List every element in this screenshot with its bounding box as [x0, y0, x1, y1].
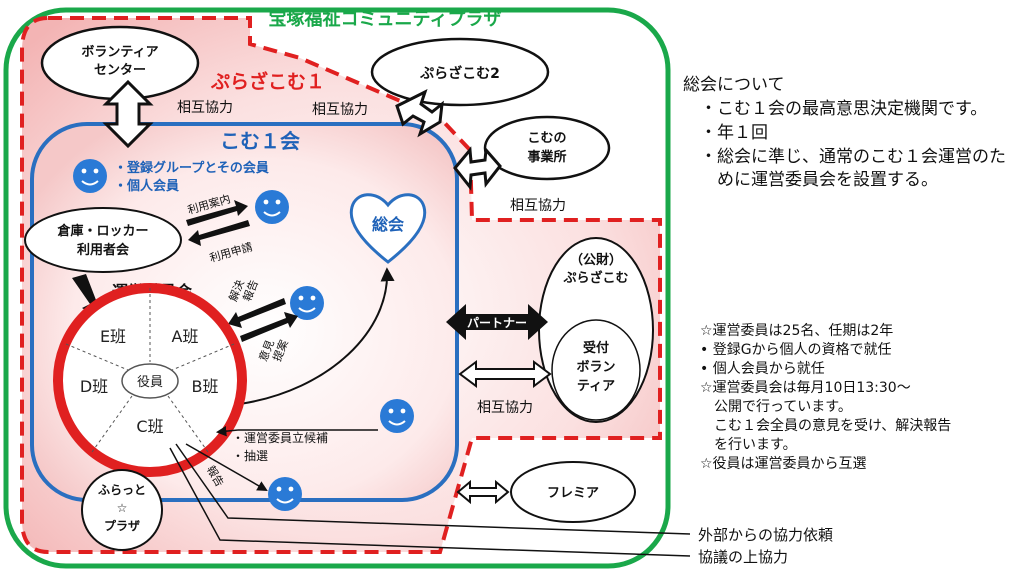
smiley-icon-resolution	[290, 286, 324, 320]
team-dividers	[65, 288, 235, 453]
officers-label: 役員	[137, 375, 163, 390]
volunteer-center-label-2: センター	[94, 63, 146, 78]
furatto-label-1: ふらっと	[98, 483, 146, 497]
team-b-label: B班	[192, 377, 219, 396]
general-meeting-notes-title: 総会について	[683, 75, 785, 95]
external-request-label: 外部からの協力依頼	[698, 526, 833, 544]
plazacom2-label: ぷらざこむ2	[419, 65, 500, 82]
resolution-arrow	[228, 298, 286, 328]
general-meeting-note-2: ・年１回	[700, 123, 768, 143]
members-line-2: ・個人会員	[114, 178, 179, 194]
committee-note-4: ☆運営委員会は毎月10日13:30～	[700, 380, 911, 396]
general-meeting-label: 総会	[372, 215, 404, 234]
committee-note-1: ☆運営委員は25名、任期は2年	[700, 323, 894, 339]
com1-label: こむ１会	[220, 129, 300, 153]
foundation-label-2: ぷらざこむ	[562, 270, 628, 286]
smiley-icon-usage	[255, 190, 289, 224]
members-line-1: ・登録グループとその会員	[114, 160, 269, 176]
diagonal-double-arrow-1	[395, 89, 444, 138]
committee-note-5: 公開で行っています。	[700, 399, 852, 415]
furatto-label-3: プラザ	[104, 518, 140, 533]
smiley-icon-candidate	[380, 399, 414, 433]
diagonal-double-arrow-2	[453, 146, 502, 191]
furatto-plaza-node	[81, 469, 163, 551]
general-meeting-note-3: ・総会に準じ、通常のこむ１会運営のた	[700, 147, 1006, 167]
reception-label-1: 受付	[583, 340, 609, 356]
smiley-icon-members	[73, 159, 107, 193]
report-arrow	[185, 443, 268, 492]
usage-apply-arrow	[188, 220, 250, 246]
plazacom2-node	[370, 37, 550, 107]
consultation-label: 協議の上協力	[698, 548, 788, 566]
consultation-line	[169, 447, 691, 557]
committee-note-3: • 個人会員から就任	[700, 361, 825, 377]
committee-note-2: • 登録Gから個人の資格で就任	[700, 342, 892, 358]
warehouse-node	[24, 207, 182, 273]
external-request-line	[175, 443, 691, 535]
partner-double-arrow	[446, 304, 548, 340]
reception-label-3: ティア	[577, 379, 615, 394]
candidate-to-ring-line	[215, 425, 239, 437]
reception-double-arrow	[458, 360, 552, 388]
team-e-label: E班	[100, 327, 126, 346]
com-office-node	[483, 115, 611, 181]
usage-guide-arrow	[186, 200, 248, 226]
team-a-label: A班	[172, 327, 199, 346]
opinion-arrow	[240, 312, 298, 342]
team-d-label: D班	[80, 377, 108, 396]
general-meeting-note-4: めに運営委員会を設置する。	[700, 170, 938, 190]
candidate-line-2: ・抽選	[232, 449, 268, 463]
flemia-double-arrow	[456, 479, 510, 505]
com-office-label-1: こむの	[527, 131, 566, 146]
officers-node	[121, 363, 179, 399]
flemia-label: フレミア	[547, 486, 599, 501]
mutual-coop-4: 相互協力	[477, 400, 533, 416]
committee-note-7: を行います。	[700, 437, 797, 453]
warehouse-label-2: 利用者会	[77, 242, 130, 258]
plazacom1-label: ぷらざこむ１	[210, 70, 325, 93]
reception-node	[551, 319, 641, 421]
com-office-label-2: 事業所	[527, 149, 566, 165]
furatto-label-2: ☆	[117, 501, 128, 515]
mutual-coop-1: 相互協力	[177, 100, 233, 116]
committee-note-6: こむ１会全員の意見を受け、解決報告	[700, 418, 952, 434]
partner-label: パートナー	[467, 316, 527, 330]
mutual-coop-3: 相互協力	[510, 198, 566, 214]
volunteer-center-label-1: ボランティア	[81, 44, 158, 60]
vertical-double-arrow	[102, 79, 154, 149]
warehouse-label-1: 倉庫・ロッカー	[56, 223, 148, 239]
committee-note-8: ☆役員は運営委員から互選	[700, 456, 867, 472]
general-meeting-note-1: ・こむ１会の最高意思決定機関です。	[700, 99, 988, 119]
reception-label-2: ボラン	[576, 359, 615, 375]
general-meeting-heart-icon	[349, 193, 427, 264]
committee-to-meeting-line	[239, 267, 395, 405]
candidate-line-1: ・運営委員立候補	[232, 430, 328, 445]
outer-title: 宝塚福祉コミュニティプラザ	[269, 8, 502, 30]
mutual-coop-2: 相互協力	[312, 102, 368, 118]
flemia-node	[510, 461, 636, 523]
smiley-icon-report	[268, 477, 302, 511]
foundation-label-1: （公財）	[570, 252, 622, 268]
team-c-label: C班	[136, 417, 163, 436]
